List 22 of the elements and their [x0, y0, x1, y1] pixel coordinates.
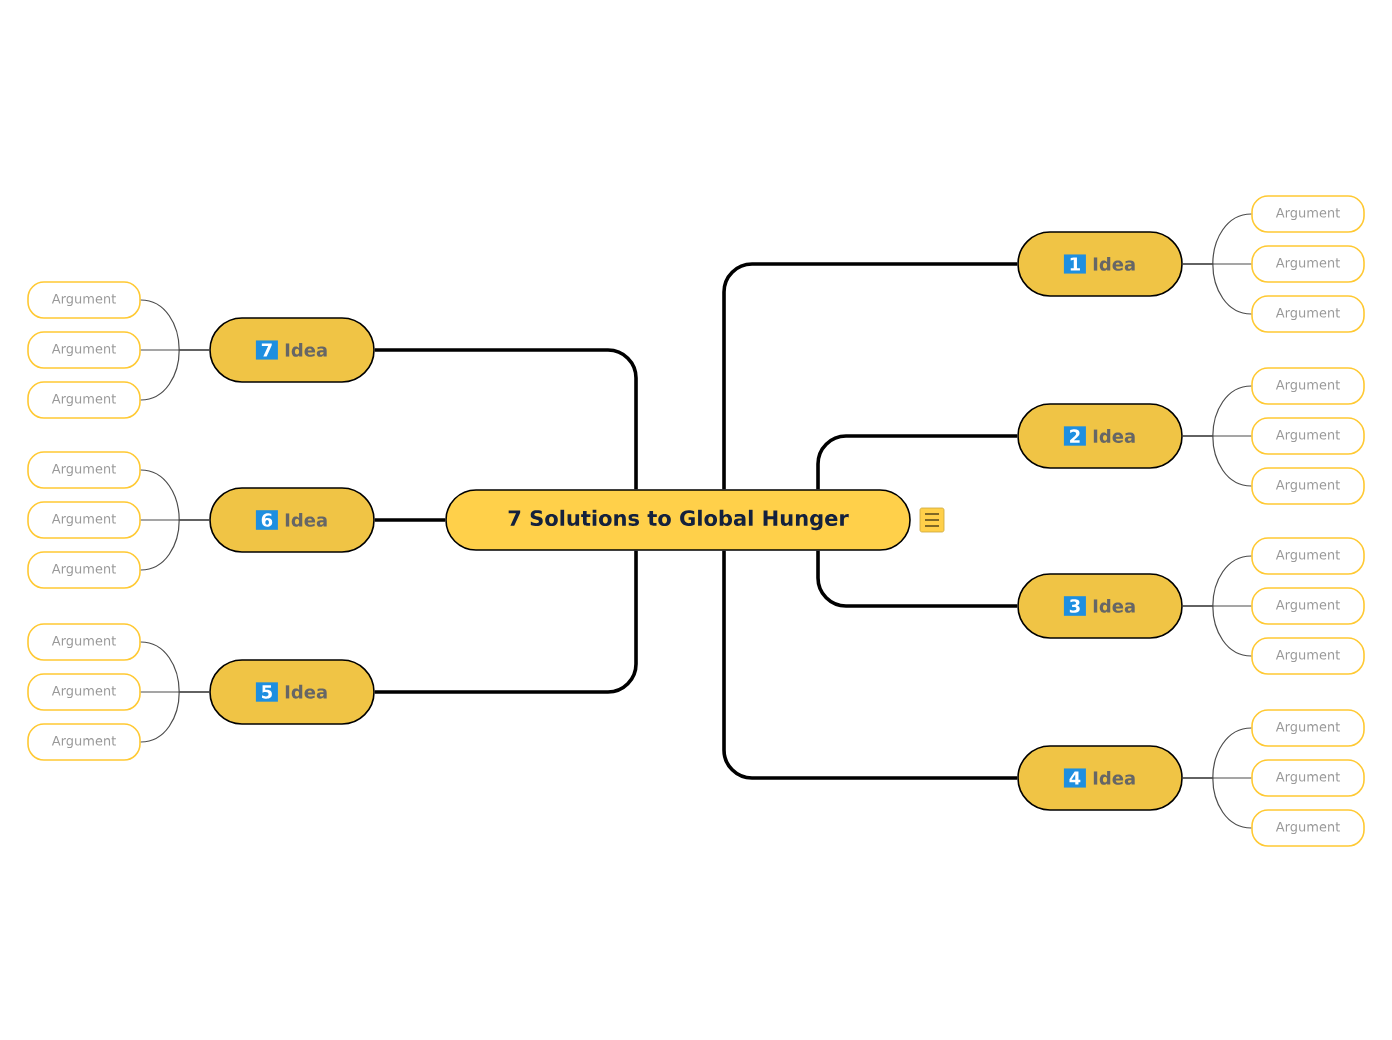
idea-box: 5 Idea	[209, 659, 375, 725]
connector-line	[1182, 605, 1252, 657]
connector-line	[1182, 777, 1252, 829]
idea-box: 6 Idea	[209, 487, 375, 553]
idea-box: 3 Idea	[1017, 573, 1183, 639]
idea-box: 2 Idea	[1017, 403, 1183, 469]
connector-line	[140, 519, 210, 571]
idea-box: 4 Idea	[1017, 745, 1183, 811]
connector-line	[374, 518, 446, 522]
connector-line	[140, 349, 210, 401]
idea-box: 1 Idea	[1017, 231, 1183, 297]
connector-line	[816, 434, 1018, 490]
connector-line	[816, 550, 1018, 608]
connector-line	[1182, 263, 1252, 315]
connector-line	[722, 550, 1018, 780]
idea-box: 7 Idea	[209, 317, 375, 383]
topic-box: 7 Solutions to Global Hunger	[445, 489, 911, 551]
connector-line	[722, 262, 1018, 490]
connector-line	[374, 550, 638, 694]
connector-line	[140, 691, 210, 743]
connector-line	[1182, 435, 1252, 487]
connector-line	[374, 348, 638, 490]
